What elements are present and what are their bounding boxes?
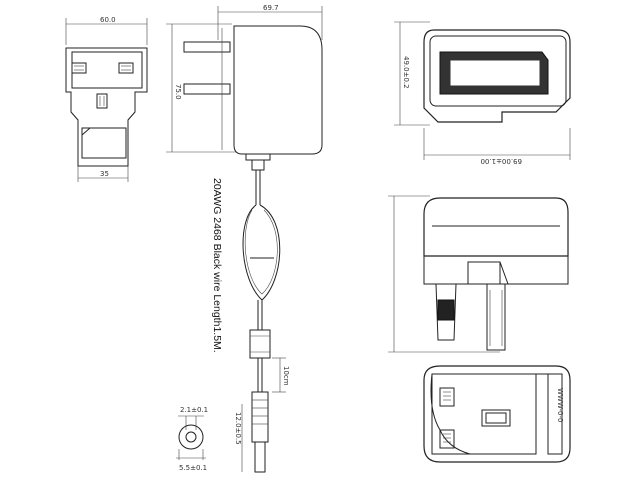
plug-outer-dia-label: 5.5±0.1: [179, 464, 207, 472]
front-pin-right: [118, 62, 134, 74]
rt-face: [429, 35, 567, 107]
side-pin-bottom: [183, 83, 231, 95]
cable-coil: [242, 204, 281, 301]
plug-boot: [251, 391, 269, 443]
side-height-label: 75.0: [174, 84, 182, 100]
right-middle-view: [388, 195, 569, 353]
rb-outline: [423, 365, 571, 463]
side-strain-relief: [251, 159, 265, 171]
rt-label-window: [449, 59, 541, 87]
strain-dim-label: 10cm: [282, 366, 290, 386]
rb-earth-pin: [481, 409, 511, 427]
rb-slot-bottom: [439, 429, 455, 449]
rm-pin-right: [486, 283, 506, 351]
rt-height-label: 49.0±0.2: [402, 56, 410, 89]
rb-slot-top: [439, 387, 455, 407]
right-bottom-view: WWW-0-0: [423, 365, 571, 463]
side-pin-top: [183, 41, 231, 53]
cable-spec-label: 20AWG 2468 Black wire Length1.5M.: [211, 178, 223, 353]
front-bottom-label: 35: [100, 170, 109, 178]
rb-side-text: WWW-0-0: [556, 388, 564, 422]
plug-end-inner: [185, 431, 197, 443]
rb-side-rail: [547, 373, 563, 455]
plug-inner-dia-label: 2.1±0.1: [180, 406, 208, 414]
side-cable-exit: [245, 153, 271, 161]
side-body: [233, 25, 323, 155]
right-top-view: 49.0±0.2 69.00±1.00: [394, 21, 571, 165]
plug-length-label: 12.0±0.5: [234, 412, 242, 445]
front-view: 60.0 35: [65, 16, 148, 182]
front-pin-earth: [96, 93, 108, 109]
rm-pin-left: [435, 283, 457, 341]
plug-barrel: [254, 441, 266, 473]
rm-pin-left-insulation: [437, 299, 455, 321]
rt-width-label: 69.00±1.00: [481, 157, 523, 165]
dc-plug: 12.0±0.5 2.1±0.1 5.5±0.1: [176, 391, 269, 473]
ferrite-bead: [249, 329, 271, 359]
plug-end-outer: [178, 424, 204, 450]
side-view: 69.7 75.0: [166, 4, 323, 171]
side-top-label: 69.7: [263, 4, 279, 12]
rm-top-body: [423, 197, 569, 257]
cable: 20AWG 2468 Black wire Length1.5M. 10cm: [211, 170, 290, 393]
front-pin-left: [71, 62, 87, 74]
front-window: [81, 127, 127, 159]
front-width-label: 60.0: [100, 16, 116, 24]
rm-lower-body: [423, 255, 569, 285]
